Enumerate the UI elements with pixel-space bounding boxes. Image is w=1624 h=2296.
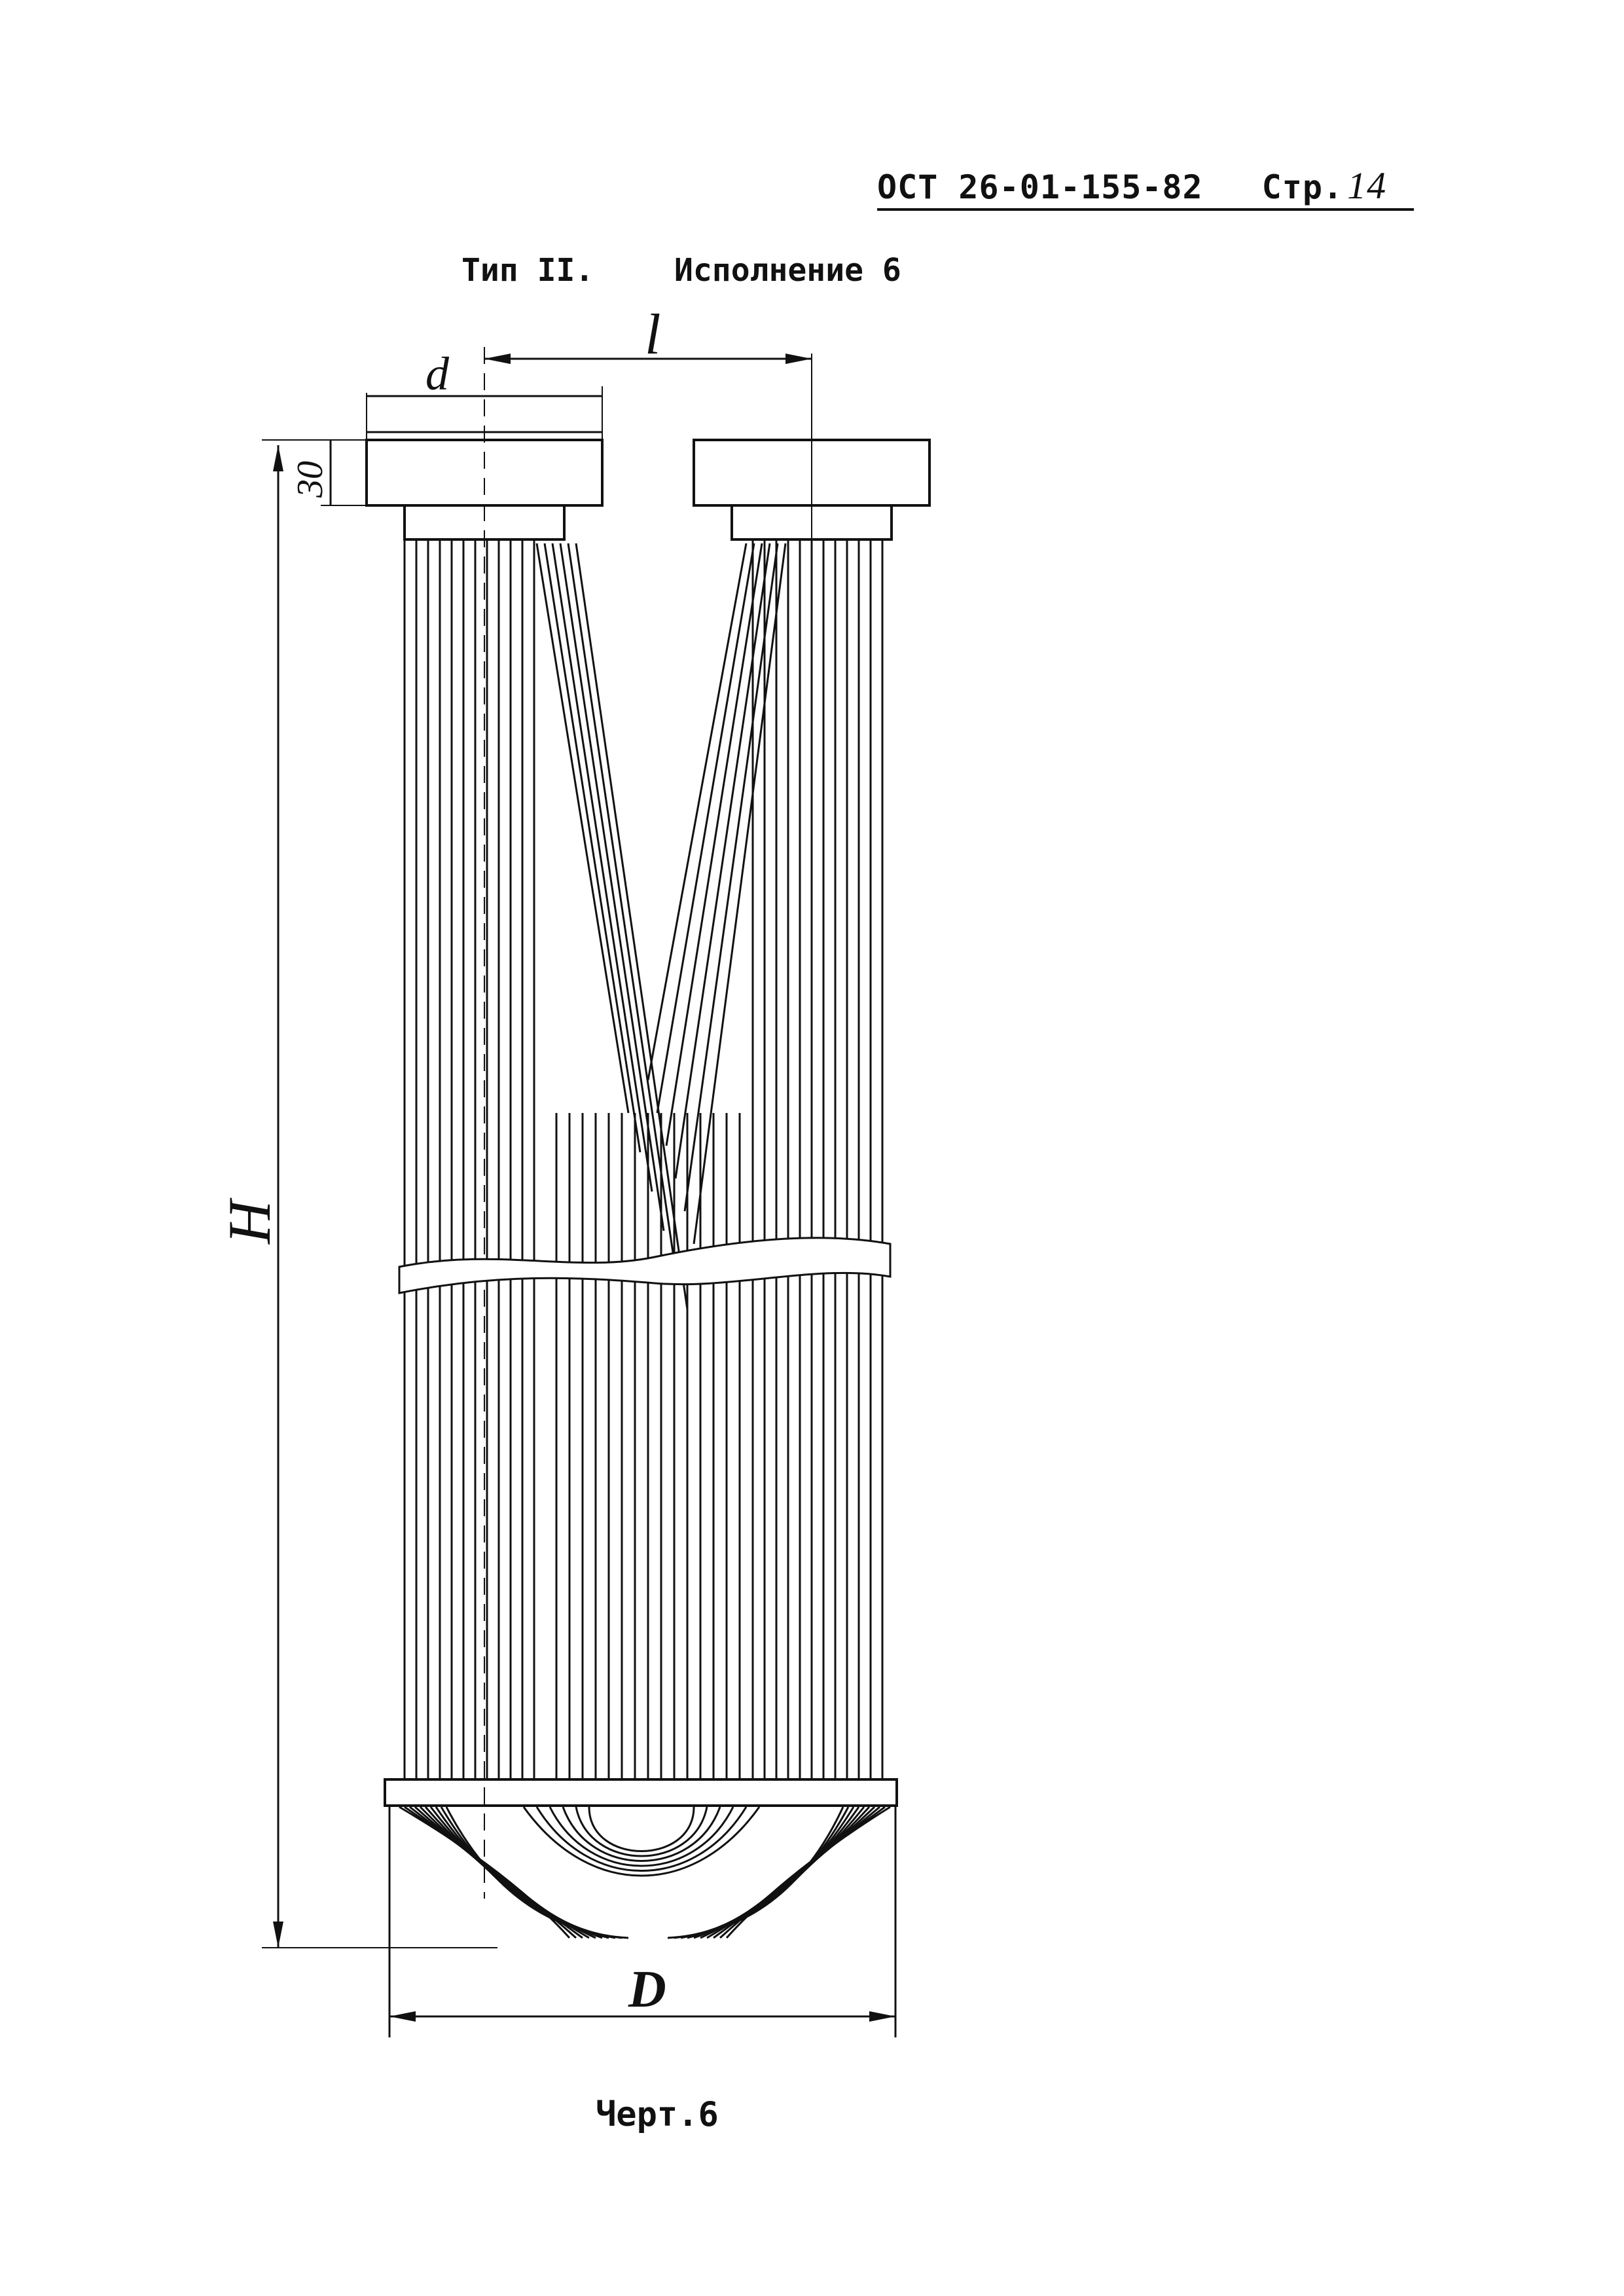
h30-label: 30 [290, 461, 331, 498]
crossing-tube [567, 543, 677, 1271]
H-arrow-top [273, 445, 283, 471]
d-label: d [425, 348, 450, 400]
crossing-tube [543, 543, 641, 1153]
tube-bend [725, 1806, 891, 1939]
l-label: l [645, 303, 660, 367]
break-line [398, 1237, 892, 1294]
tube-bend [535, 1806, 748, 1872]
tube-bend [435, 1806, 616, 1939]
crossing-tube [559, 543, 665, 1231]
header-underline [877, 208, 1414, 211]
bottom-band [384, 1778, 898, 1807]
document-header: ОСТ 26-01-155-82 Стр.14 [877, 164, 1386, 208]
crossing-tube [693, 543, 787, 1245]
tube-bends [399, 1806, 891, 1939]
H-arrow-bottom [273, 1922, 283, 1948]
crossing-tube [674, 543, 771, 1179]
H-label: H [216, 1197, 283, 1245]
tube-bend [588, 1806, 695, 1852]
crossing-tubes [535, 543, 787, 1310]
crossing-tube [575, 543, 689, 1310]
tube-bend [680, 1806, 855, 1939]
D-label: D [628, 1961, 666, 2018]
D-arrow-right [869, 2011, 895, 2022]
crossing-tube [551, 543, 653, 1192]
left-flange [365, 439, 604, 507]
document-number: ОСТ 26-01-155-82 [877, 168, 1203, 206]
crossing-tube [647, 543, 748, 1081]
variant-label: Исполнение 6 [674, 252, 901, 289]
crossing-tube [665, 543, 763, 1146]
tube-bend [575, 1806, 708, 1857]
tube-bundle [403, 539, 884, 1779]
tube-bend [424, 1806, 603, 1939]
crossing-tube [656, 543, 755, 1114]
D-arrow-left [389, 2011, 416, 2022]
page-label: Стр. [1261, 168, 1344, 206]
figure-caption: Черт.6 [596, 2095, 719, 2134]
l-arrow-left [484, 354, 511, 364]
tube-bend [562, 1806, 721, 1862]
crossing-tube [683, 543, 779, 1212]
crossing-tube [535, 543, 630, 1114]
tube-bend [522, 1806, 761, 1877]
tube-bend [667, 1806, 844, 1939]
tube-bend [445, 1806, 629, 1939]
type-label: Тип II. [461, 252, 594, 289]
l-arrow-right [785, 354, 812, 364]
tube-bend [693, 1806, 865, 1939]
page-number: 14 [1347, 164, 1387, 207]
tube-bend [549, 1806, 734, 1867]
